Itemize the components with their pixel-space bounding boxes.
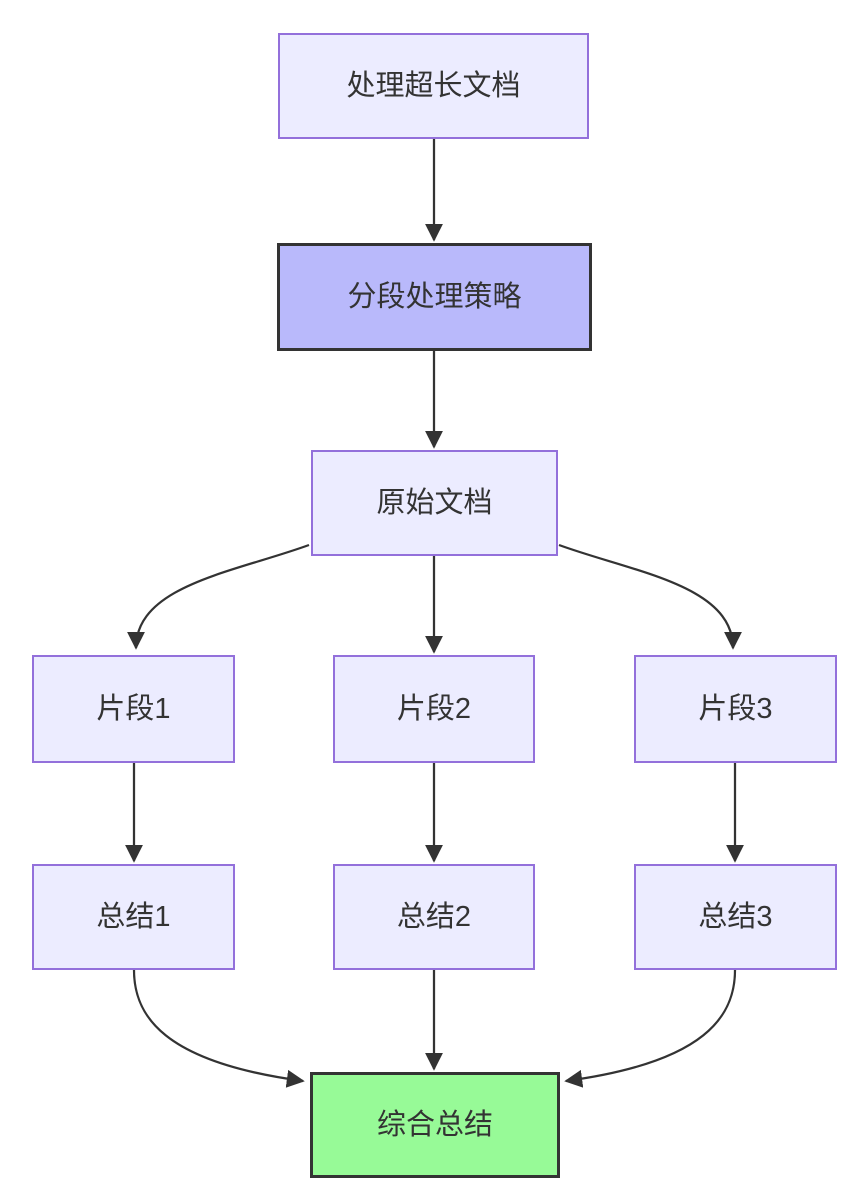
node-original-document: 原始文档 [311, 450, 558, 556]
node-label: 原始文档 [376, 486, 493, 519]
node-label: 综合总结 [376, 1108, 493, 1141]
edge-i-j [564, 969, 737, 1088]
node-label: 总结3 [698, 900, 773, 933]
edge-c-f [558, 543, 742, 650]
node-label: 总结2 [396, 900, 472, 933]
node-label: 分段处理策略 [347, 280, 522, 313]
node-summary-3: 总结3 [634, 864, 837, 970]
node-combined-summary: 综合总结 [310, 1072, 560, 1178]
node-segment-2: 片段2 [333, 655, 535, 763]
node-label: 片段1 [96, 692, 171, 725]
node-summary-1: 总结1 [32, 864, 235, 970]
node-summary-2: 总结2 [333, 864, 535, 970]
node-label: 片段3 [698, 692, 773, 725]
node-label: 处理超长文档 [346, 69, 521, 102]
edge-c-d [127, 543, 310, 650]
node-segmentation-strategy: 分段处理策略 [277, 243, 592, 351]
node-segment-3: 片段3 [634, 655, 837, 763]
edge-g-j [132, 969, 305, 1088]
node-label: 片段2 [396, 692, 472, 725]
node-process-long-document: 处理超长文档 [278, 33, 589, 139]
node-segment-1: 片段1 [32, 655, 235, 763]
node-label: 总结1 [96, 900, 171, 933]
